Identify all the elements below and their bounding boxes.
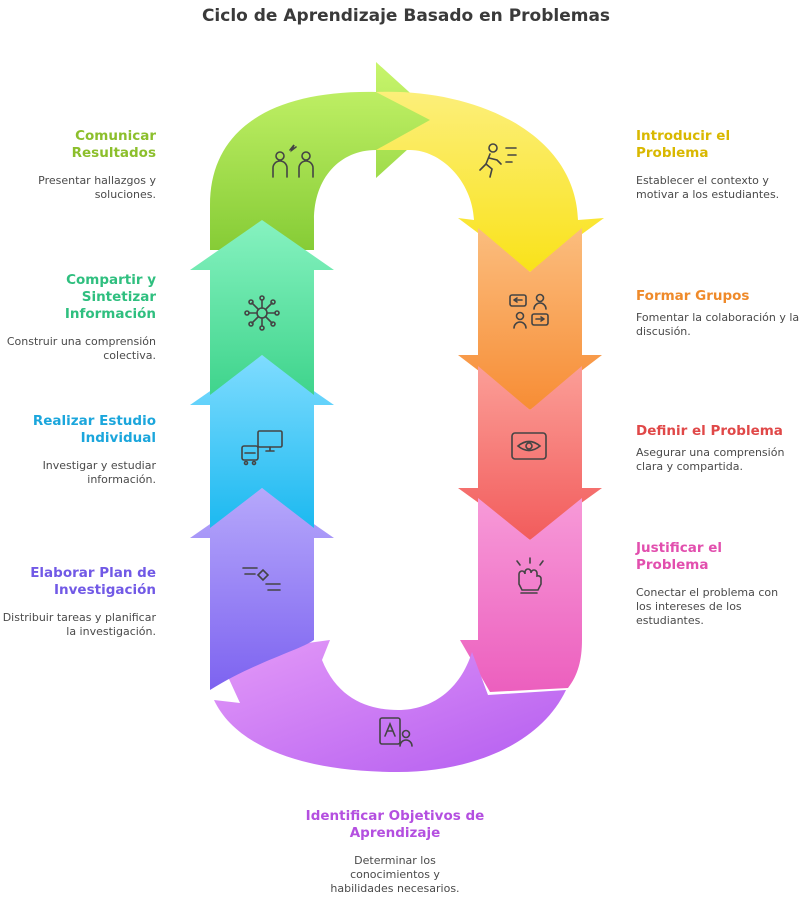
step-identificar: Identificar Objetivos de Aprendizaje Det… bbox=[300, 808, 490, 896]
step-description: Determinar los conocimientos y habilidad… bbox=[330, 854, 460, 895]
step-description: Presentar hallazgos y soluciones. bbox=[38, 174, 156, 201]
computer-icon bbox=[241, 430, 283, 466]
step-introducir: Introducir el Problema Establecer el con… bbox=[636, 128, 806, 202]
step-compartir: Compartir y Sintetizar Información Const… bbox=[0, 272, 156, 363]
segment-realizar bbox=[190, 355, 334, 528]
step-title: Compartir y Sintetizar Información bbox=[64, 272, 156, 322]
step-title: Comunicar Resultados bbox=[71, 128, 156, 161]
segment-formar bbox=[458, 228, 602, 410]
step-realizar: Realizar Estudio Individual Investigar y… bbox=[6, 413, 156, 487]
step-description: Conectar el problema con los intereses d… bbox=[636, 586, 779, 627]
running-person-icon bbox=[479, 143, 517, 178]
segment-identificar bbox=[214, 640, 566, 772]
step-justificar: Justificar el Problema Conectar el probl… bbox=[636, 540, 796, 628]
step-comunicar: Comunicar Resultados Presentar hallazgos… bbox=[16, 128, 156, 202]
step-description: Asegurar una comprensión clara y compart… bbox=[636, 446, 785, 473]
page-title: Ciclo de Aprendizaje Basado en Problemas bbox=[201, 6, 611, 26]
gantt-icon bbox=[242, 567, 281, 591]
eye-icon bbox=[511, 432, 547, 460]
step-title: Formar Grupos bbox=[636, 288, 750, 304]
step-title: Justificar el Problema bbox=[636, 540, 723, 573]
segment-comunicar bbox=[210, 62, 440, 250]
learner-icon bbox=[379, 717, 413, 747]
step-definir: Definir el Problema Asegurar una compren… bbox=[636, 423, 806, 474]
network-icon bbox=[244, 295, 280, 331]
step-title: Introducir el Problema bbox=[636, 128, 731, 161]
step-description: Investigar y estudiar información. bbox=[42, 459, 156, 486]
step-title: Definir el Problema bbox=[636, 423, 783, 439]
group-chat-icon bbox=[509, 293, 549, 329]
step-description: Construir una comprensión colectiva. bbox=[6, 335, 156, 362]
fist-icon bbox=[516, 557, 544, 594]
people-talk-icon bbox=[272, 144, 314, 178]
step-formar: Formar Grupos Fomentar la colaboración y… bbox=[636, 288, 806, 339]
step-title: Identificar Objetivos de Aprendizaje bbox=[305, 808, 485, 841]
segment-elaborar bbox=[190, 488, 334, 690]
step-title: Elaborar Plan de Investigación bbox=[30, 565, 156, 598]
segment-introducir bbox=[376, 91, 604, 273]
segment-definir bbox=[458, 366, 602, 540]
step-description: Establecer el contexto y motivar a los e… bbox=[636, 174, 780, 201]
step-title: Realizar Estudio Individual bbox=[32, 413, 156, 446]
step-description: Distribuir tareas y planificar la invest… bbox=[2, 611, 156, 638]
step-description: Fomentar la colaboración y la discusión. bbox=[636, 311, 800, 338]
step-elaborar: Elaborar Plan de Investigación Distribui… bbox=[0, 565, 156, 639]
segment-justificar bbox=[460, 498, 582, 692]
